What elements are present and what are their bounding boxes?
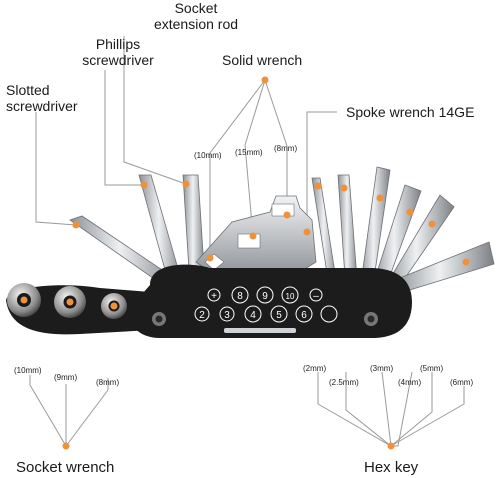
label-socket-wrench: Socket wrench [16,459,115,476]
label-slotted-screwdriver: Slotted screwdriver [6,82,78,114]
socket-size-8mm: (8mm) [96,378,120,387]
body-mark-plus: + [211,291,217,302]
solid-wrench-size-10mm: (10mm) [194,151,222,160]
body-mark-10: 10 [286,292,295,301]
label-socket-extension-rod: Socket extension rod [153,0,239,32]
leader-socket-10 [29,384,67,447]
label-hex-key: Hex key [364,459,419,476]
leader-hex-5 [390,372,433,447]
leader-solid-wrench-10 [209,79,266,258]
leader-socket-8 [65,389,109,447]
leader-spoke-wrench [306,111,337,232]
leader-lines-top [35,36,337,258]
label-spoke-wrench: Spoke wrench 14GE [346,104,475,120]
hex-size-3mm: (3mm) [370,364,394,373]
accent-dots [20,76,470,450]
leader-hex-3 [381,371,392,447]
body-mark-8: 8 [237,291,243,302]
hex-size-4mm: (4mm) [398,378,422,387]
leader-solid-wrench-15 [244,79,266,237]
socket-size-10mm: (10mm) [14,366,42,375]
body-mark-3: 3 [224,310,230,321]
leader-hex-2-5 [345,372,392,447]
solid-wrench-size-15mm: (15mm) [235,148,263,157]
hex-size-2mm: (2mm) [303,364,327,373]
label-solid-wrench: Solid wrench [222,52,303,68]
body-markings: + 8 9 10 – 2 3 4 5 6 [194,286,338,323]
leader-phillips [104,70,144,186]
body-mark-9: 9 [262,291,268,302]
body-mark-5: 5 [276,310,282,321]
leader-socket-rod [123,36,187,185]
body-mark-minus: – [313,291,319,302]
leader-lines-bottom [29,371,465,447]
leader-solid-wrench-8 [264,79,288,215]
hex-size-5mm: (5mm) [420,364,444,373]
hex-size-2-5mm: (2.5mm) [329,378,359,387]
solid-wrench-15mm-opening [237,233,261,249]
socket-size-9mm: (9mm) [54,373,78,382]
body-mark-4: 4 [250,310,256,321]
leader-hex-2 [317,372,392,447]
body-mark-6: 6 [301,310,307,321]
hex-size-6mm: (6mm) [450,378,474,387]
leader-hex-6 [390,386,465,447]
body-slot [224,328,296,333]
label-phillips-screwdriver: Phillips screwdriver [82,36,154,68]
leader-slotted [35,112,77,226]
body-mark-2: 2 [199,310,205,321]
solid-wrench-size-8mm: (8mm) [274,144,298,153]
solid-wrench-8mm-opening [271,203,295,217]
